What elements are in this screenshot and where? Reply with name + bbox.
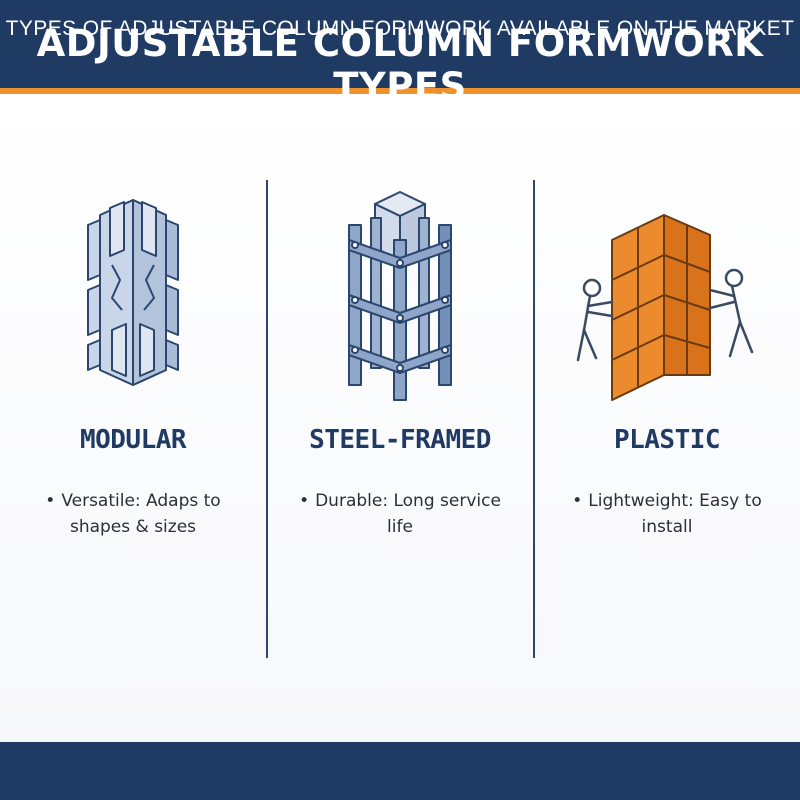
- bullet-icon: •: [45, 491, 56, 511]
- type-column-plastic: PLASTIC •Lightweight: Easy to install: [534, 170, 800, 650]
- bullet-icon: •: [572, 491, 583, 511]
- type-title: PLASTIC: [613, 425, 721, 455]
- bullet-icon: •: [299, 491, 310, 511]
- type-title: MODULAR: [79, 425, 187, 455]
- type-description: •Lightweight: Easy to install: [572, 491, 762, 537]
- steel-framed-formwork-icon: [267, 180, 533, 410]
- modular-formwork-icon: [0, 180, 266, 410]
- footer-bar: [0, 742, 800, 800]
- type-description: •Versatile: Adaps to shapes & sizes: [45, 491, 221, 537]
- type-column-steel-framed: STEEL-FRAMED •Durable: Long service life: [267, 170, 533, 650]
- type-column-modular: MODULAR •Versatile: Adaps to shapes & si…: [0, 170, 266, 650]
- header-bar: [0, 0, 800, 88]
- plastic-formwork-icon: [534, 180, 800, 410]
- type-title: STEEL-FRAMED: [309, 425, 491, 455]
- page-title: ADJUSTABLE COLUMN FORMWORK TYPES: [36, 22, 764, 108]
- column-divider: [266, 180, 268, 658]
- type-description: •Durable: Long service life: [299, 491, 501, 537]
- header-accent-stripe: [0, 88, 800, 94]
- footer-caption: TYPES OF ADJUSTABLE COLUMN FORMWORK AVAI…: [5, 17, 795, 40]
- column-divider: [533, 180, 535, 658]
